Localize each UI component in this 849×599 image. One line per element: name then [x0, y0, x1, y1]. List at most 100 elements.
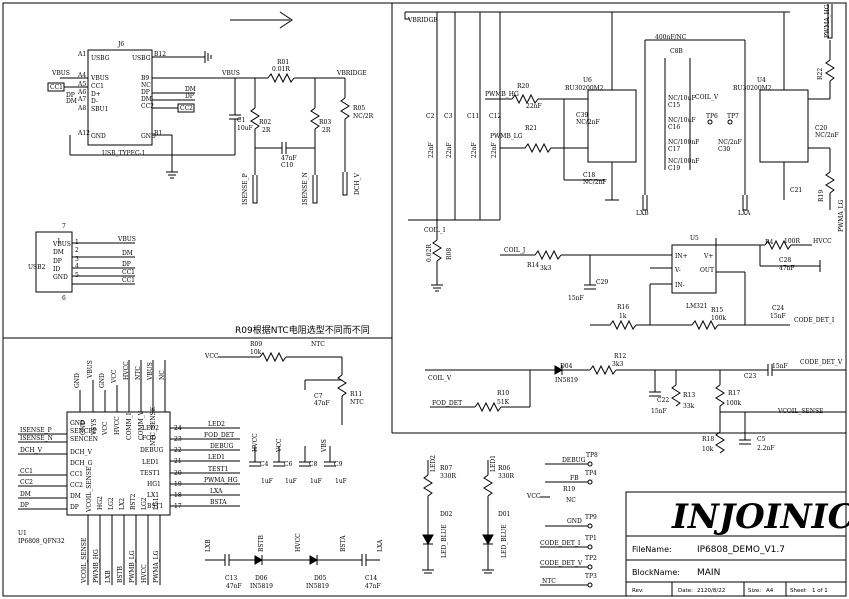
svg-text:TEST1: TEST1	[140, 470, 160, 477]
svg-text:C22: C22	[657, 397, 669, 404]
svg-text:A1: A1	[77, 51, 86, 58]
u1-top-pins: GND VBUS GND VCC HVCC NTC VBUS NC GND VS…	[74, 360, 166, 446]
svg-text:R19: R19	[818, 190, 825, 202]
svg-text:A12: A12	[77, 130, 90, 137]
svg-text:330R: 330R	[440, 473, 456, 480]
svg-text:IP6808_QFN32: IP6808_QFN32	[18, 538, 65, 545]
svg-text:C21: C21	[790, 187, 802, 194]
svg-text:GND: GND	[567, 518, 582, 525]
svg-text:C2: C2	[426, 113, 435, 120]
svg-text:LXA: LXA	[738, 210, 751, 217]
svg-text:1uF: 1uF	[335, 478, 347, 485]
svg-text:R20: R20	[517, 83, 529, 90]
svg-text:DCH_V: DCH_V	[70, 449, 93, 456]
svg-text:R16: R16	[617, 304, 629, 311]
svg-text:R4: R4	[765, 239, 774, 246]
svg-text:CODE_DET_V: CODE_DET_V	[540, 560, 583, 567]
svg-text:D04: D04	[560, 363, 573, 370]
svg-text:0.02R: 0.02R	[426, 244, 433, 262]
svg-text:CC1: CC1	[91, 83, 104, 90]
svg-text:15nF: 15nF	[651, 408, 667, 415]
svg-text:DM: DM	[53, 249, 64, 256]
svg-text:IN+: IN+	[675, 253, 688, 260]
svg-text:FB: FB	[570, 475, 579, 482]
svg-text:33k: 33k	[683, 403, 695, 410]
svg-text:BSTB: BSTB	[258, 534, 265, 552]
svg-text:IN5819: IN5819	[250, 583, 273, 590]
svg-text:NC/2nF: NC/2nF	[576, 119, 600, 126]
svg-text:LXB: LXB	[205, 539, 212, 552]
svg-text:CC2: CC2	[141, 103, 154, 110]
u5-opamp	[671, 244, 717, 294]
svg-text:7: 7	[62, 223, 66, 230]
svg-text:VSYS: VSYS	[91, 418, 98, 436]
svg-text:100R: 100R	[784, 238, 800, 245]
svg-text:NTC: NTC	[311, 341, 325, 348]
svg-text:0.01R: 0.01R	[272, 66, 290, 73]
svg-text:DM: DM	[66, 98, 77, 105]
svg-text:C10: C10	[281, 162, 293, 169]
svg-text:TP9: TP9	[585, 514, 597, 521]
svg-text:HVCC: HVCC	[114, 416, 121, 435]
svg-text:R18: R18	[702, 436, 714, 443]
svg-text:C17: C17	[668, 146, 680, 153]
svg-text:C12: C12	[489, 113, 501, 120]
svg-text:R05: R05	[353, 105, 365, 112]
svg-text:NC: NC	[141, 82, 151, 89]
svg-text:HVCC: HVCC	[141, 564, 148, 583]
svg-text:ISENSE_P: ISENSE_P	[20, 427, 52, 434]
svg-text:47nF: 47nF	[226, 583, 242, 590]
size-value: A4	[766, 588, 774, 594]
svg-text:330R: 330R	[498, 473, 514, 480]
svg-text:C30: C30	[718, 146, 730, 153]
svg-text:LXB: LXB	[105, 570, 112, 583]
svg-text:R12: R12	[614, 353, 626, 360]
svg-text:DCH_V: DCH_V	[20, 447, 43, 454]
svg-text:GND: GND	[141, 133, 156, 140]
svg-text:R06: R06	[498, 465, 510, 472]
svg-text:2R: 2R	[262, 127, 271, 134]
svg-text:FOD_DET: FOD_DET	[204, 432, 234, 439]
usb-typec-label: USB_TYPEC-1	[102, 150, 145, 157]
svg-text:22nF: 22nF	[428, 142, 435, 158]
svg-text:R11: R11	[350, 391, 362, 398]
r03-resistor	[310, 107, 320, 130]
svg-text:TP1: TP1	[585, 535, 597, 542]
svg-text:HVCC: HVCC	[123, 361, 130, 380]
svg-text:C18: C18	[583, 172, 595, 179]
svg-text:OUT: OUT	[700, 267, 714, 274]
svg-text:HG1: HG1	[147, 481, 161, 488]
svg-text:47nF: 47nF	[365, 583, 381, 590]
svg-text:BSTA: BSTA	[340, 535, 347, 552]
svg-text:NC/2nF: NC/2nF	[815, 132, 839, 139]
svg-text:VCC: VCC	[111, 369, 118, 384]
svg-text:C8: C8	[309, 461, 318, 468]
svg-text:A6: A6	[77, 89, 86, 96]
svg-text:4: 4	[75, 263, 79, 270]
svg-text:V+: V+	[703, 253, 713, 260]
svg-text:LG2: LG2	[108, 497, 115, 510]
svg-text:HVCC: HVCC	[813, 238, 832, 245]
j6-label: J6	[117, 41, 124, 48]
svg-text:R14: R14	[527, 262, 539, 269]
svg-text:C19: C19	[668, 165, 680, 172]
svg-text:LED_BLUE: LED_BLUE	[501, 524, 508, 558]
svg-text:LG1: LG1	[153, 497, 160, 510]
svg-text:1: 1	[57, 238, 61, 245]
usb2-label: USB2	[28, 264, 46, 271]
svg-text:NC: NC	[566, 497, 576, 504]
svg-text:R17: R17	[728, 390, 740, 397]
bootstrap-row: C13 47nF D06 IN5819 D05 IN5819 C14 47nF …	[205, 533, 384, 590]
svg-text:PWMB_HG: PWMB_HG	[485, 91, 519, 98]
svg-text:A7: A7	[77, 96, 86, 103]
svg-text:B12: B12	[154, 51, 166, 58]
svg-text:LX2: LX2	[119, 498, 126, 510]
svg-text:CC1: CC1	[122, 269, 135, 276]
svg-text:DP: DP	[141, 89, 150, 96]
r11-ntc	[337, 374, 347, 397]
svg-text:VCC: VCC	[102, 421, 109, 436]
svg-text:Size:: Size:	[748, 588, 761, 594]
svg-text:D-: D-	[91, 98, 98, 105]
